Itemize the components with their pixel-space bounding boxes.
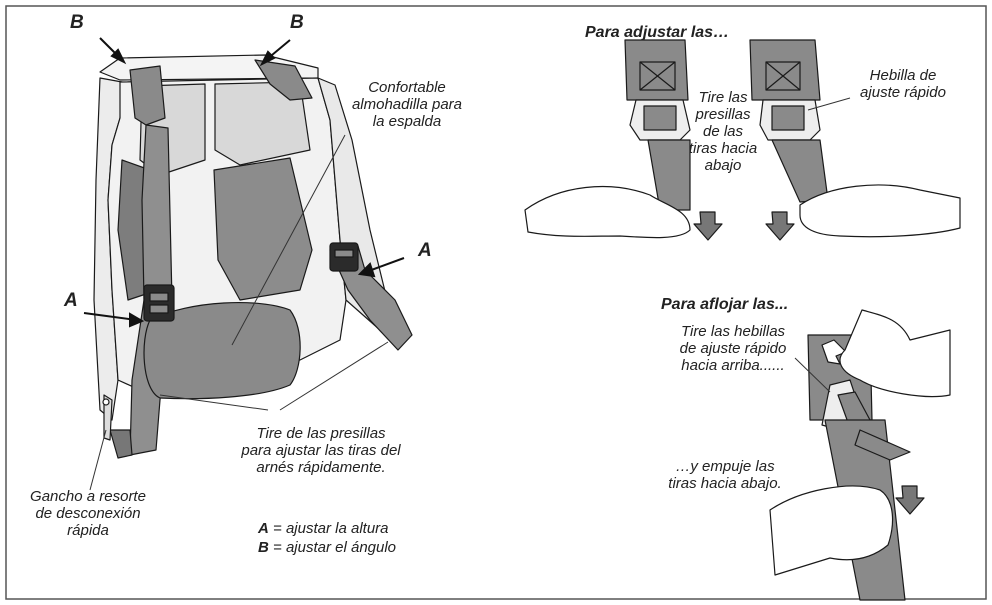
frame-border: [5, 5, 987, 600]
label-b-right: B: [290, 12, 304, 33]
legend-b-text: = ajustar el ángulo: [268, 539, 397, 556]
quick-buckle-label: Hebilla de ajuste rápido: [860, 67, 946, 101]
label-a-right: A: [418, 240, 432, 261]
legend-a: A = ajustar la altura: [258, 520, 389, 537]
legend-b: B = ajustar el ángulo: [258, 539, 396, 556]
label-b-left: B: [70, 12, 84, 33]
backpack-drawing: [93, 54, 413, 459]
spring-hook-label: Gancho a resorte de desconexión rápida: [30, 488, 146, 539]
push-down-label: …y empuje las tiras hacia abajo.: [668, 458, 782, 492]
adjust-title: Para adjustar las…: [585, 24, 730, 41]
pull-tabs-label: Tire de las presillas para ajustar las t…: [241, 425, 401, 476]
label-a-left: A: [64, 290, 78, 311]
pull-down-label: Tire las presillas de las tiras hacia ab…: [688, 89, 758, 174]
pull-up-leader: [794, 357, 831, 393]
legend-b-key: B: [258, 539, 269, 556]
pull-up-label: Tire las hebillas de ajuste rápido hacia…: [679, 323, 787, 374]
loosen-illustration: [769, 309, 951, 601]
loosen-title: Para aflojar las...: [661, 296, 789, 313]
buckle-leader: [807, 97, 851, 111]
adjust-illustration: [524, 39, 961, 241]
back-pad-label: Confortable almohadilla para la espalda: [351, 79, 463, 130]
legend-a-key: A: [258, 520, 269, 537]
legend-a-text: = ajustar la altura: [268, 520, 389, 537]
backpack-arrows: [83, 37, 405, 328]
leader-lines: [89, 134, 389, 491]
